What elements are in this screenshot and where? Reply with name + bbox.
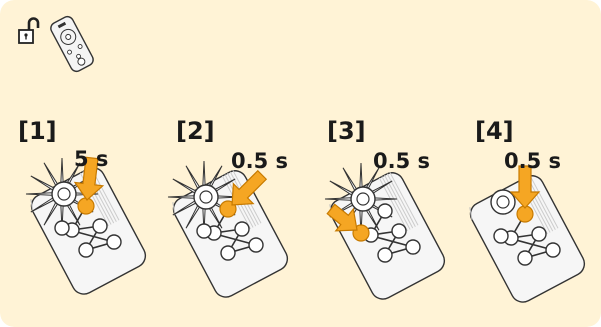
- remote-key-4: [517, 250, 533, 266]
- remote-key-1: [377, 203, 393, 219]
- step-duration-2: 0.5 s: [231, 149, 289, 173]
- step-duration-4: 0.5 s: [504, 149, 562, 173]
- remote-key-5: [545, 242, 561, 258]
- remote-key-3: [92, 218, 108, 234]
- press-arrow: [509, 165, 541, 209]
- step-label-4: [4]: [475, 117, 514, 145]
- remote-step-1: [25, 156, 147, 295]
- step-duration-3: 0.5 s: [373, 149, 431, 173]
- press-arrow: [326, 203, 358, 232]
- step-duration-1: 5 s: [74, 147, 109, 171]
- press-arrow: [231, 169, 268, 206]
- remote-step-4: [469, 165, 586, 303]
- remote-key-6: [493, 228, 509, 244]
- remote-key-5: [405, 239, 421, 255]
- remote-key-4: [220, 245, 236, 261]
- remote-control-icon: [50, 15, 94, 73]
- remote-key-3: [234, 221, 250, 237]
- press-arrow: [73, 156, 105, 201]
- step-label-1: [1]: [18, 117, 57, 145]
- remote-key-5: [248, 237, 264, 253]
- steps-layer: [25, 156, 586, 303]
- remote-key-6: [196, 223, 212, 239]
- remote-key-3: [531, 226, 547, 242]
- remote-key-5: [106, 234, 122, 250]
- padlock-open-icon: [18, 17, 40, 44]
- remote-key-4: [377, 247, 393, 263]
- remote-step-3: [324, 162, 446, 300]
- step-label-2: [2]: [176, 117, 215, 145]
- step-label-3: [3]: [327, 117, 366, 145]
- pressed-button: [77, 197, 95, 215]
- remote-step-2: [167, 160, 289, 298]
- remote-key-4: [78, 242, 94, 258]
- remote-key-6: [54, 220, 70, 236]
- remote-key-3: [391, 223, 407, 239]
